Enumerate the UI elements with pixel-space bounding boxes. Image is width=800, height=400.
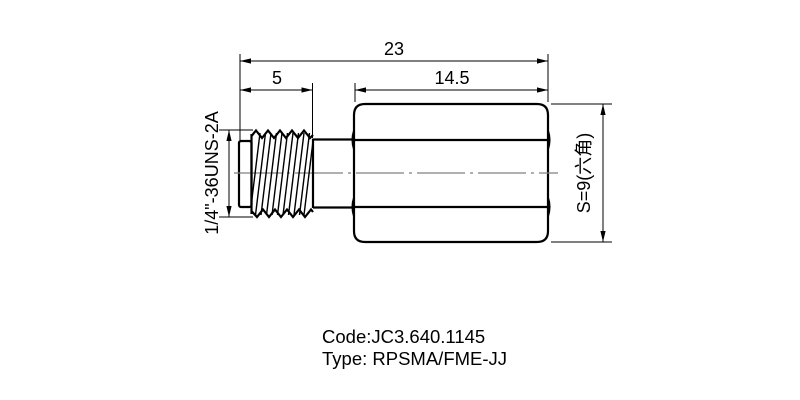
thread-section bbox=[250, 128, 315, 219]
hex-chamfer-arc bbox=[547, 129, 551, 151]
code-text: Code:JC3.640.1145 bbox=[322, 326, 485, 347]
dimension-overall-length: 23 bbox=[240, 39, 548, 64]
dim-label-thread-spec: 1/4"-36UNS-2A bbox=[202, 111, 222, 234]
thread-hatching bbox=[251, 132, 313, 216]
footer-notes: Code:JC3.640.1145 Type: RPSMA/FME-JJ bbox=[322, 326, 507, 369]
dim-label-body-length: 14.5 bbox=[434, 68, 469, 88]
connector-part bbox=[234, 102, 558, 244]
dim-label-overall-length: 23 bbox=[384, 39, 404, 59]
dimension-hex-size: S=9(六角) bbox=[551, 103, 612, 243]
hex-chamfer-arc bbox=[351, 129, 355, 151]
dimension-body-length: 14.5 bbox=[355, 68, 548, 93]
type-text: Type: RPSMA/FME-JJ bbox=[322, 348, 507, 369]
dimension-thread-length: 5 bbox=[240, 68, 313, 93]
hex-chamfer-arc bbox=[547, 196, 551, 218]
shank-section bbox=[313, 138, 354, 209]
left-end-cap bbox=[237, 139, 253, 209]
thread-crest-bottom bbox=[250, 207, 314, 219]
hex-chamfer-arc bbox=[351, 196, 355, 218]
dim-label-hex-size: S=9(六角) bbox=[574, 133, 594, 214]
dimension-thread-spec: 1/4"-36UNS-2A bbox=[202, 111, 253, 235]
thread-crest-top bbox=[250, 128, 314, 140]
dimension-annotations: 23 5 14.5 1 bbox=[202, 39, 612, 243]
dim-label-thread-length: 5 bbox=[272, 68, 282, 88]
